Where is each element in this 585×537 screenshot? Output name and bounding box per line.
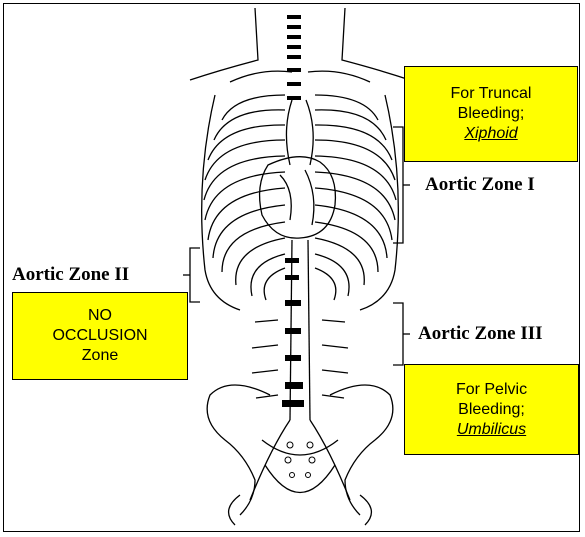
no-occlusion-box: NO OCCLUSION Zone	[12, 292, 188, 380]
truncal-box-line2: Bleeding;	[458, 104, 525, 124]
pelvic-box-line1: For Pelvic	[456, 380, 527, 400]
pelvic-box-line2: Bleeding;	[458, 400, 525, 420]
no-occlusion-line2: OCCLUSION	[52, 326, 147, 346]
truncal-bleeding-box: For Truncal Bleeding; Xiphoid	[404, 66, 578, 162]
pelvic-box-landmark: Umbilicus	[457, 420, 526, 440]
aortic-zone-2-label: Aortic Zone II	[12, 264, 129, 286]
aortic-zone-3-label: Aortic Zone III	[418, 323, 543, 345]
no-occlusion-line1: NO	[88, 306, 112, 326]
aortic-zone-1-label: Aortic Zone I	[425, 174, 535, 196]
pelvic-bleeding-box: For Pelvic Bleeding; Umbilicus	[404, 364, 579, 455]
truncal-box-line1: For Truncal	[451, 84, 532, 104]
no-occlusion-line3: Zone	[82, 346, 118, 366]
truncal-box-landmark: Xiphoid	[464, 124, 517, 144]
